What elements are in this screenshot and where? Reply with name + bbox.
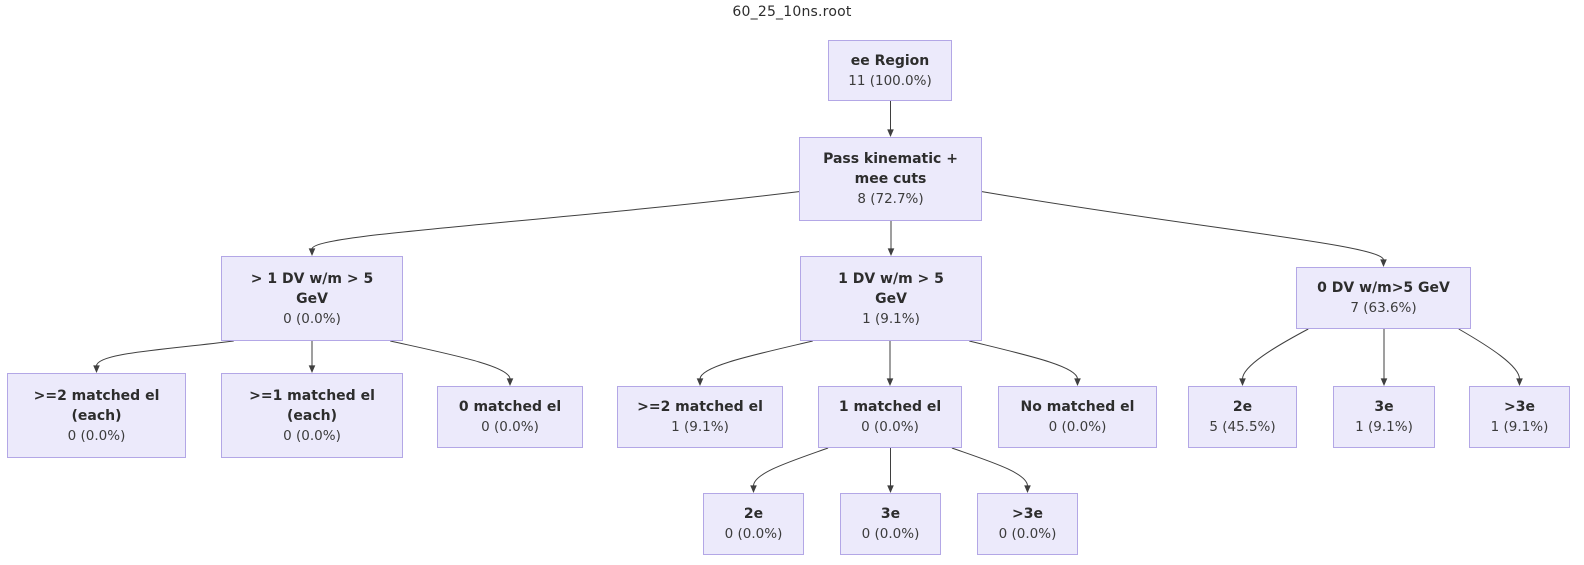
- node-r3e: 3e 1 (9.1%): [1333, 386, 1435, 448]
- node-label: GeV: [296, 290, 328, 307]
- arrowhead-dv_1-m1: [886, 378, 894, 386]
- node-count: 1 (9.1%): [1355, 419, 1413, 435]
- node-label: 1 matched el: [838, 399, 942, 415]
- node-dv_1: 1 DV w/m > 5 GeV 1 (9.1%): [800, 256, 982, 341]
- arrowhead-pass-dv_0: [1380, 259, 1387, 267]
- edge-dv_1-m2: [699, 340, 813, 380]
- node-count: 0 (0.0%): [724, 526, 783, 542]
- node-label: GeV: [875, 290, 907, 307]
- node-m0: 0 matched el 0 (0.0%): [437, 386, 583, 448]
- node-count: 7 (63.6%): [1350, 300, 1417, 316]
- node-m2each: >=2 matched el (each) 0 (0.0%): [7, 373, 186, 458]
- edge-dv_gt1-m2each: [96, 340, 234, 367]
- node-root: ee Region 11 (100.0%): [828, 40, 952, 101]
- node-label: > 1 DV w/m > 5: [250, 270, 374, 287]
- node-r2e: 2e 5 (45.5%): [1188, 386, 1297, 448]
- node-label: (each): [286, 407, 337, 424]
- edge-dv_1-mno: [969, 340, 1078, 380]
- node-count: 0 (0.0%): [861, 526, 920, 542]
- arrowhead-pass-dv_1: [887, 248, 895, 256]
- arrowhead-dv_1-mno: [1074, 378, 1081, 386]
- edge-m1-b3ep: [951, 447, 1028, 487]
- node-label: 3e: [880, 506, 901, 522]
- node-m1: 1 matched el 0 (0.0%): [818, 386, 962, 448]
- arrowhead-root-pass: [887, 129, 894, 137]
- node-count: 5 (45.5%): [1209, 419, 1276, 435]
- arrowhead-dv_gt1-m0: [506, 378, 514, 386]
- arrowhead-dv_0-r2e: [1239, 378, 1246, 386]
- node-count: 11 (100.0%): [848, 72, 932, 89]
- node-count: 1 (9.1%): [1490, 419, 1549, 435]
- node-label: No matched el: [1020, 399, 1135, 415]
- node-count: 0 (0.0%): [998, 526, 1057, 542]
- node-b2e: 2e 0 (0.0%): [703, 493, 804, 555]
- node-count: 1 (9.1%): [671, 419, 729, 435]
- node-m2: >=2 matched el 1 (9.1%): [617, 386, 783, 448]
- node-count: 0 (0.0%): [283, 310, 341, 327]
- node-label: ee Region: [850, 52, 930, 69]
- arrowhead-m1-b3e: [887, 485, 894, 493]
- node-count: 8 (72.7%): [857, 191, 924, 207]
- node-label: Pass kinematic +: [823, 151, 958, 167]
- node-count: 1 (9.1%): [862, 310, 920, 327]
- node-label: 1 DV w/m > 5: [838, 270, 944, 287]
- node-count: 0 (0.0%): [861, 419, 919, 435]
- node-label: 0 DV w/m>5 GeV: [1317, 280, 1450, 296]
- node-label: >=2 matched el: [33, 387, 160, 404]
- edge-m1-b2e: [753, 447, 829, 487]
- node-count: 0 (0.0%): [1048, 419, 1107, 435]
- arrowhead-m1-b3ep: [1024, 485, 1031, 493]
- node-label: >=2 matched el: [637, 399, 763, 415]
- node-label: (each): [71, 407, 122, 424]
- node-m1each: >=1 matched el (each) 0 (0.0%): [221, 373, 403, 458]
- arrowhead-dv_0-r3e: [1380, 378, 1388, 386]
- node-label: 2e: [1232, 399, 1253, 415]
- node-label: >3e: [1504, 399, 1535, 415]
- node-dv_gt1: > 1 DV w/m > 5 GeV 0 (0.0%): [221, 256, 403, 341]
- edge-pass-dv_gt1: [311, 191, 800, 250]
- node-label: >3e: [1012, 506, 1043, 522]
- diagram-title: 60_25_10ns.root: [732, 4, 852, 20]
- node-mno: No matched el 0 (0.0%): [998, 386, 1157, 448]
- node-count: 0 (0.0%): [481, 419, 539, 435]
- node-b3ep: >3e 0 (0.0%): [977, 493, 1078, 555]
- arrowhead-pass-dv_gt1: [308, 248, 316, 256]
- node-label: >=1 matched el: [249, 387, 375, 404]
- edge-dv_0-r3ep: [1458, 328, 1520, 380]
- node-label: 2e: [743, 506, 764, 522]
- node-count: 0 (0.0%): [67, 427, 126, 444]
- edge-dv_0-r2e: [1242, 328, 1309, 380]
- arrowhead-dv_0-r3ep: [1516, 378, 1523, 386]
- edge-pass-dv_0: [981, 191, 1384, 261]
- node-label: mee cuts: [854, 171, 927, 187]
- node-r3ep: >3e 1 (9.1%): [1469, 386, 1570, 448]
- node-b3e: 3e 0 (0.0%): [840, 493, 941, 555]
- node-label: 3e: [1374, 399, 1394, 415]
- arrowhead-dv_1-m2: [696, 378, 704, 386]
- arrowhead-dv_gt1-m1each: [308, 365, 316, 373]
- node-label: 0 matched el: [458, 399, 562, 415]
- node-dv_0: 0 DV w/m>5 GeV 7 (63.6%): [1296, 267, 1471, 329]
- node-pass: Pass kinematic + mee cuts 8 (72.7%): [799, 137, 982, 221]
- edge-dv_gt1-m0: [390, 340, 511, 380]
- arrowhead-dv_gt1-m2each: [93, 365, 100, 373]
- node-count: 0 (0.0%): [283, 427, 341, 444]
- arrowhead-m1-b2e: [750, 485, 757, 493]
